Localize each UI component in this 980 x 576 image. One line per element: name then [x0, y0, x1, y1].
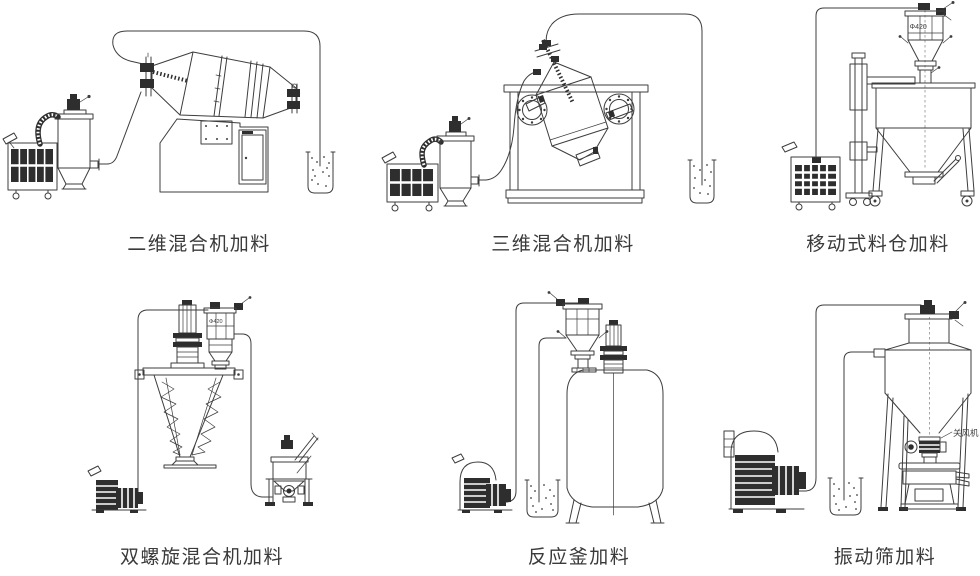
diagram-mobile-silo: Φ420 — [781, 1, 976, 211]
material-barrel — [524, 479, 561, 518]
blower-unit — [723, 430, 806, 513]
diagram-2d-mixer — [2, 30, 336, 200]
diagram-3d-mixer — [381, 13, 717, 212]
trunnion-flange-right — [603, 93, 635, 125]
3d-mixer-vessel — [533, 39, 609, 167]
vacuum-feeder-hopper — [35, 94, 100, 190]
caption-reaction-kettle: 反应釜加料 — [527, 547, 631, 568]
blower-unit — [87, 465, 147, 513]
caption-mobile-silo: 移动式料仓加料 — [806, 234, 950, 255]
caption-2d-mixer: 二维混合机加料 — [127, 234, 271, 255]
drum-left-shaft — [140, 52, 189, 97]
blower-unit — [451, 453, 513, 513]
diagram-reaction-kettle — [451, 291, 665, 524]
silo-leg-right — [960, 128, 975, 207]
mixing-screws — [160, 377, 222, 456]
diagram-vibrating-screen: 关风机 — [723, 300, 979, 516]
material-barrel — [305, 151, 336, 194]
silo-leg-left — [868, 128, 885, 207]
agitator-motor — [600, 320, 627, 516]
pipes — [499, 302, 584, 503]
caster-wheel — [12, 189, 52, 200]
pipes — [121, 309, 273, 504]
caption-3d-mixer: 三维混合机加料 — [491, 234, 635, 255]
airlock-label: 关风机 — [953, 428, 979, 438]
feeder-size-label: Φ420 — [910, 24, 927, 31]
kettle-leg-left — [565, 499, 582, 524]
vacuum-feeder: Φ420 — [203, 296, 252, 370]
vacuum-feeder: Φ420 — [898, 1, 955, 84]
vacuum-feeder — [547, 291, 609, 373]
material-barrel — [687, 159, 717, 204]
mixer-stand — [159, 118, 269, 193]
feeder-size-label: Φ420 — [209, 319, 223, 325]
vacuum-pipe — [815, 7, 922, 159]
pipes — [97, 30, 321, 167]
vibrating-sieve — [898, 456, 970, 510]
conical-mixer — [134, 367, 244, 469]
blower-unit — [2, 132, 58, 200]
caption-vibrating-screen: 振动筛加料 — [833, 547, 937, 568]
drum-right-shaft — [287, 83, 300, 114]
rotary-airlock-valve: 关风机 — [904, 428, 979, 458]
kettle-leg-right — [648, 499, 665, 524]
reaction-kettle — [565, 369, 665, 524]
blower-unit — [381, 151, 439, 212]
blower-unit — [781, 141, 841, 211]
vacuum-feeder-hopper — [419, 116, 480, 207]
diagram-double-screw: Φ420 — [87, 296, 319, 513]
pipes — [477, 13, 703, 186]
caption-double-screw: 双螺旋混合机加料 — [119, 547, 284, 568]
material-barrel — [827, 477, 864, 516]
pipes — [795, 304, 922, 501]
mixer-frame — [503, 84, 649, 204]
mobile-silo — [868, 82, 976, 207]
2d-mixer-drum — [140, 51, 300, 119]
drive-motor — [170, 300, 205, 369]
support-column — [845, 52, 916, 206]
bag-dump-station — [265, 432, 319, 506]
